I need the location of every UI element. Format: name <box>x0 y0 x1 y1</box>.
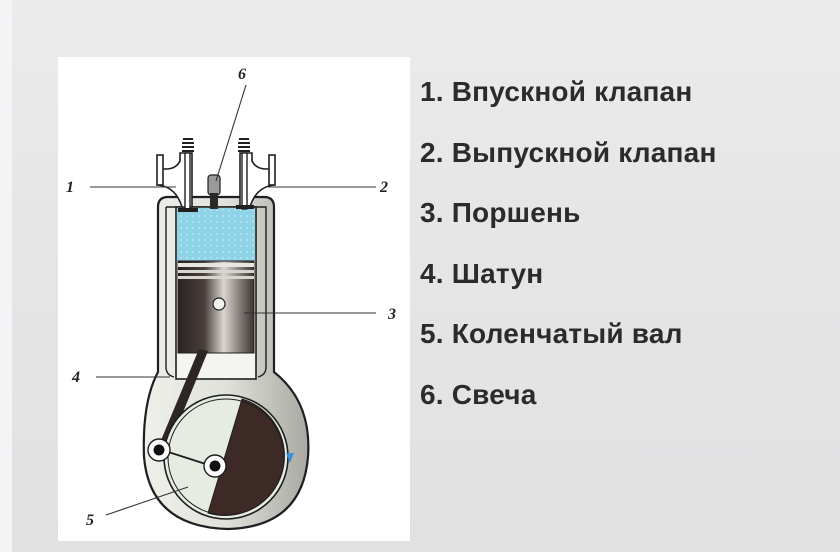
callout-leaders <box>90 84 376 516</box>
piston <box>177 260 255 354</box>
legend-item-exhaust-valve: 2. Выпускной клапан <box>420 136 717 168</box>
callout-3: 3 <box>387 306 396 323</box>
intake-valve-stem <box>184 152 191 210</box>
legend-item-crankshaft: 5. Коленчатый вал <box>420 318 683 349</box>
rotation-arrow-icon <box>286 453 294 463</box>
parts-legend: 1. Впускной клапан 2. Выпускной клапан 3… <box>420 66 717 429</box>
exhaust-valve-stem <box>241 152 248 210</box>
callout-5: 5 <box>86 512 94 529</box>
connecting-rod <box>159 349 208 449</box>
intake-valve-spring <box>182 138 194 152</box>
spark-plug <box>207 174 221 209</box>
legend-item-intake-valve: 1. Впускной клапан <box>420 76 693 107</box>
callout-6: 6 <box>238 66 246 83</box>
legend-item-spark-plug: 6. Свеча <box>420 378 537 410</box>
engine-cylinder-diagram: 1 2 3 4 5 6 <box>66 66 396 531</box>
exhaust-valve-spring <box>238 138 250 152</box>
engine-diagram-panel: 1 2 3 4 5 6 <box>58 57 410 541</box>
callout-2: 2 <box>379 179 388 196</box>
legend-item-piston: 3. Поршень <box>420 197 581 228</box>
callout-4: 4 <box>71 369 80 386</box>
legend-item-connecting-rod: 4. Шатун <box>420 257 544 289</box>
callout-1: 1 <box>66 179 74 196</box>
combustion-chamber <box>177 208 255 261</box>
